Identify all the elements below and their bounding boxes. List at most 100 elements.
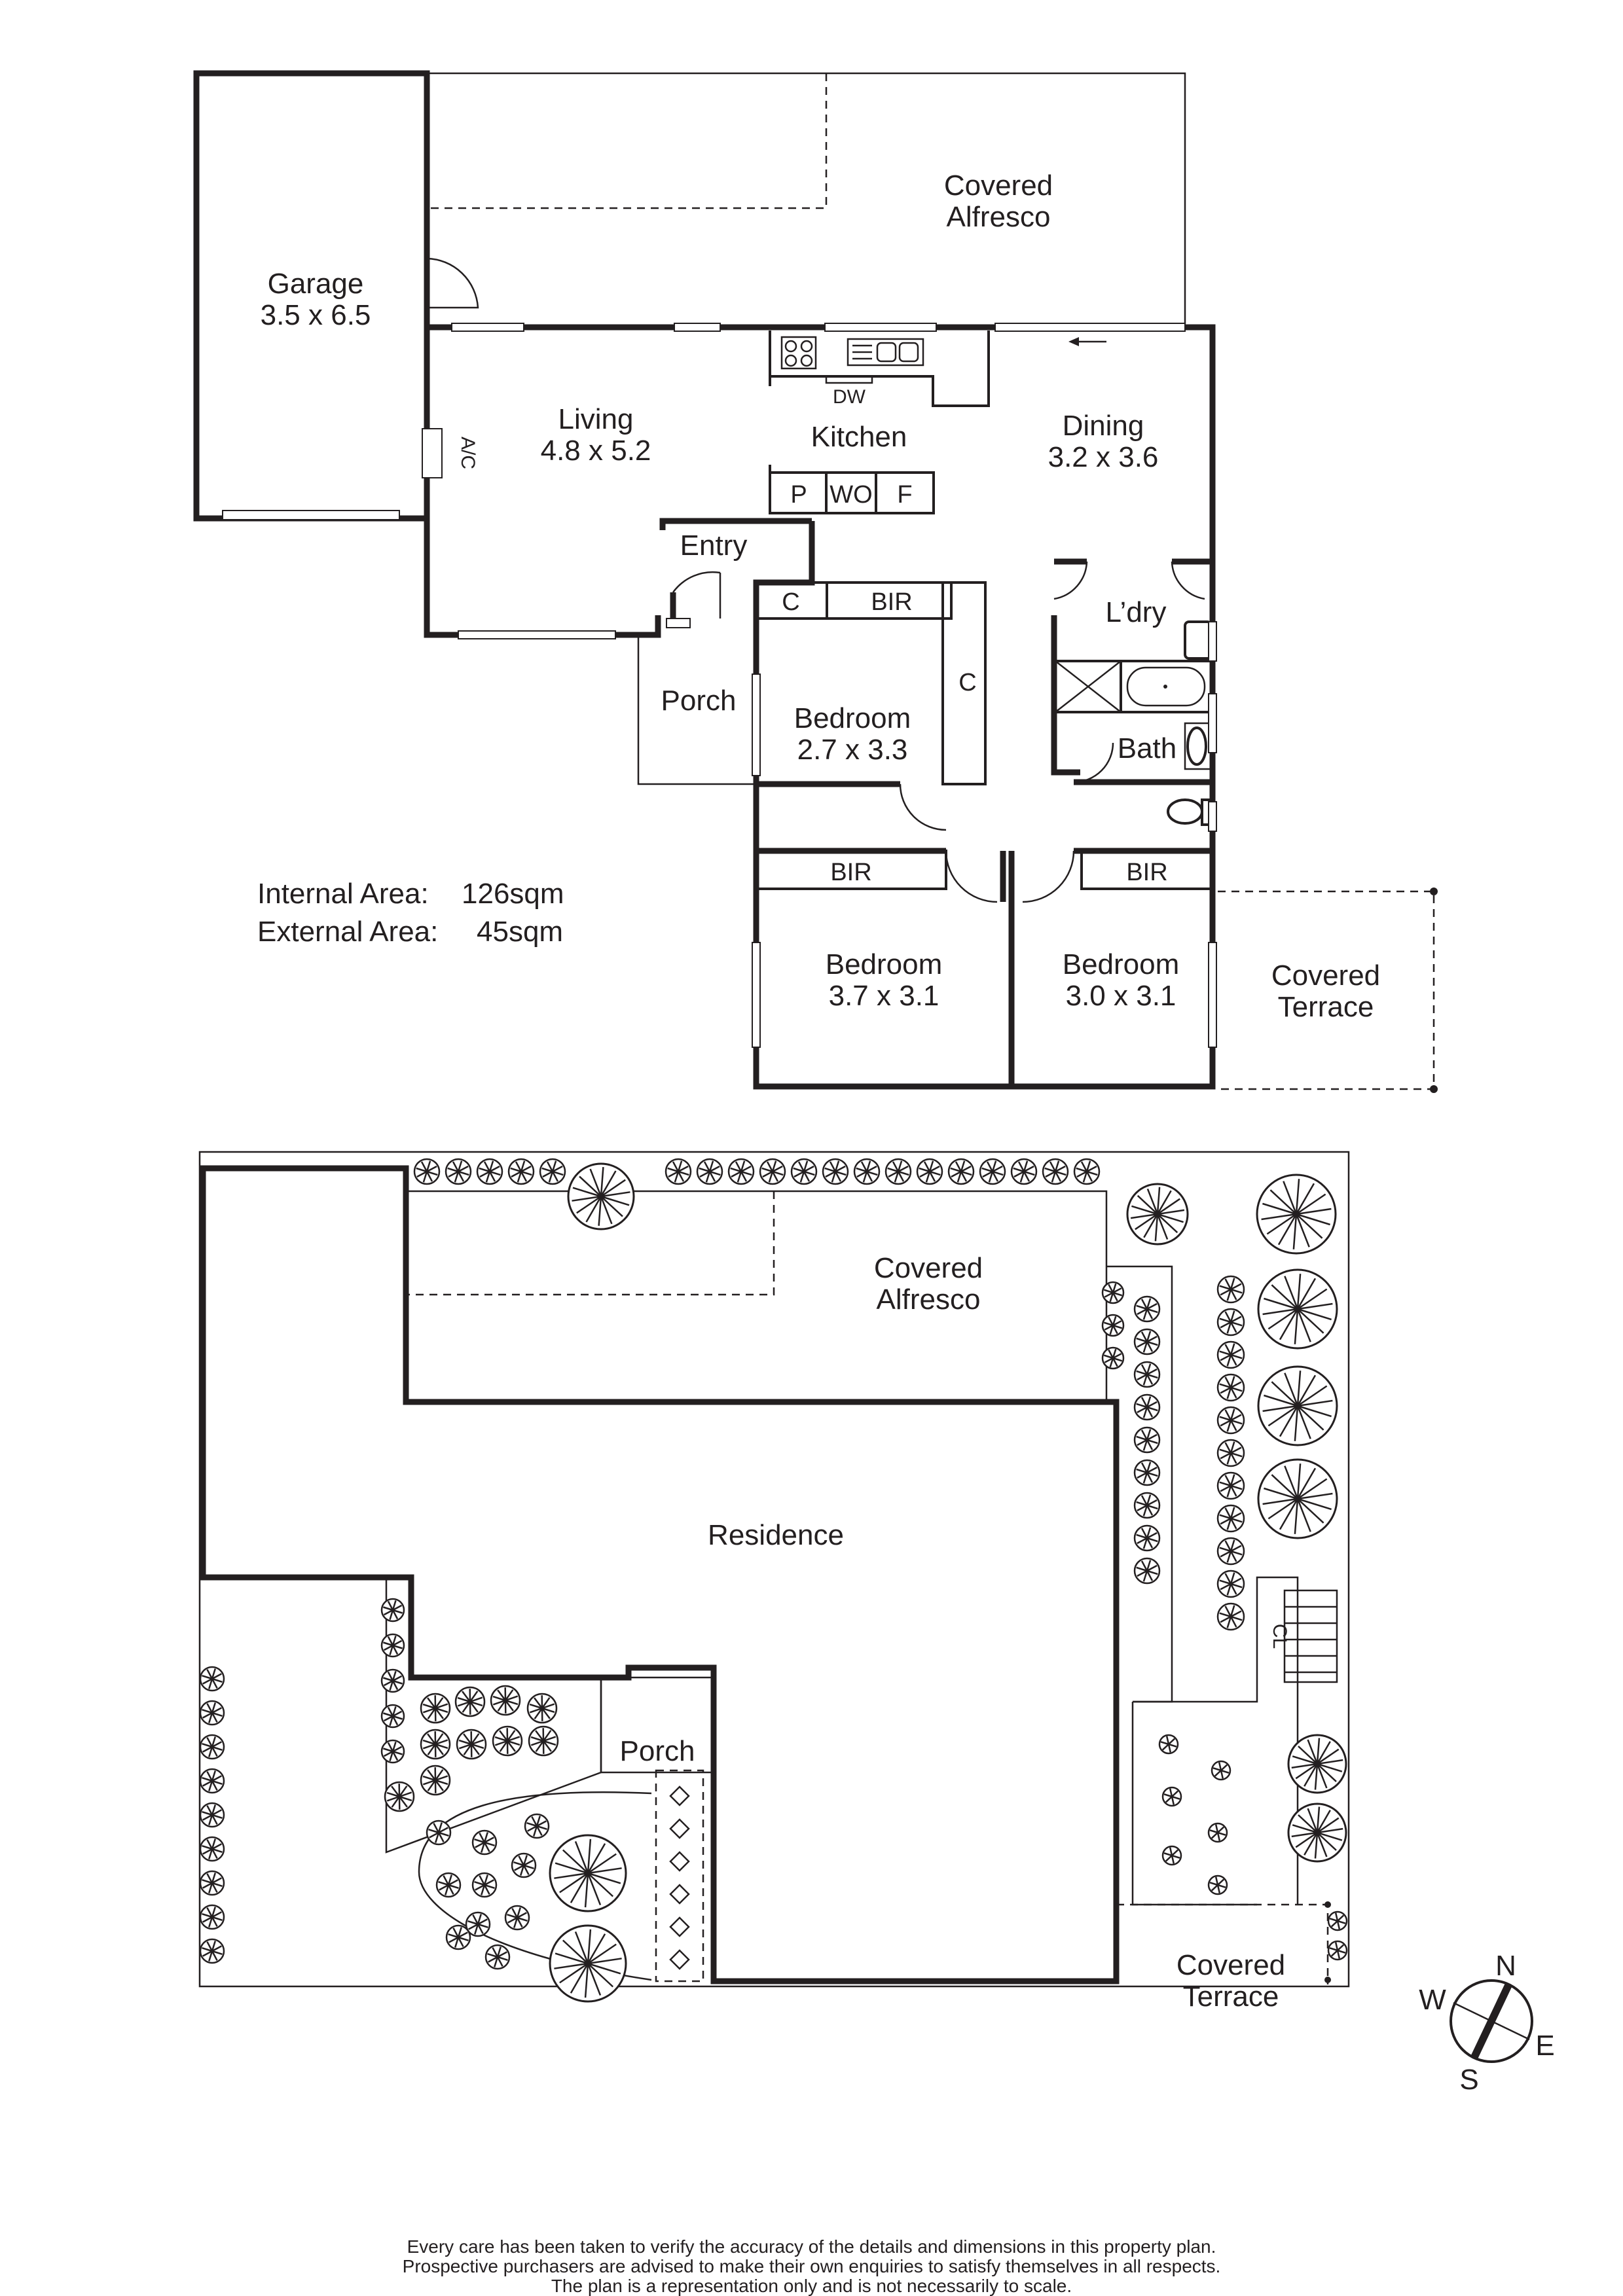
hedge-shrub-detail (678, 1165, 689, 1173)
shower-line (1055, 660, 1122, 713)
hedge-shrub-detail (211, 1941, 216, 1952)
hedge-shrub-detail (986, 1161, 994, 1172)
bed-shrub-detail (463, 1733, 473, 1745)
tree-detail (600, 1167, 604, 1197)
hedge-shrub-detail (772, 1170, 784, 1176)
hedge-shrub-detail (452, 1161, 460, 1172)
hedge-shrub-detail (551, 1171, 559, 1182)
bed2-window (752, 942, 761, 1048)
hedge-shrub-detail (387, 1636, 394, 1646)
hedge-shrub-detail (1226, 1583, 1232, 1596)
hedge-shrub-detail (898, 1170, 909, 1176)
tree-detail (1156, 1213, 1169, 1240)
hedge-shrub-detail (1334, 1942, 1339, 1951)
bed-shrub-detail (484, 1841, 495, 1846)
tree-detail (554, 1872, 589, 1879)
hedge-shrub-detail (1219, 1383, 1231, 1389)
hedge-shrub-detail (960, 1160, 966, 1172)
garden-shrubs (199, 1158, 1348, 1970)
hedge-shrub-detail (1142, 1439, 1148, 1451)
hedge-shrub-detail (1146, 1570, 1154, 1581)
hedge-shrub-detail (1230, 1507, 1235, 1519)
hedge-shrub-detail (1136, 1337, 1148, 1343)
hedge-shrub-detail (383, 1606, 393, 1611)
sink-bowl (898, 342, 919, 363)
hedge-shrub-detail (951, 1170, 962, 1178)
tree-detail (1292, 1213, 1298, 1249)
hedge-shrub-detail (1230, 1441, 1235, 1454)
hedge-shrub-detail (206, 1805, 213, 1816)
tree-detail (574, 1931, 589, 1964)
bed-shrub-detail (496, 1946, 501, 1958)
internal-area-value: 126sqm (462, 878, 564, 910)
bed-shrub-detail (427, 1780, 437, 1791)
tree-detail (1317, 1832, 1337, 1851)
site-alfresco-label-1: Covered (874, 1252, 983, 1284)
tree-detail (554, 1962, 589, 1969)
hedge-shrub-detail (1112, 1291, 1123, 1297)
hedge-shrub-detail (211, 1873, 216, 1884)
hedge-shrub-detail (211, 1950, 223, 1955)
garden-shrub-detail (1213, 1767, 1222, 1772)
bed-shrub-detail (530, 1736, 544, 1742)
hedge-shrub-detail (1146, 1368, 1158, 1376)
hedge-shrub-detail (206, 1941, 213, 1952)
tree-detail (1137, 1194, 1158, 1215)
hedge-shrub-detail (740, 1170, 752, 1176)
hedge-shrub-detail (1230, 1381, 1242, 1389)
bed-shrub-detail (422, 1707, 436, 1713)
hedge-shrub-detail (866, 1170, 878, 1176)
laundry-window (1208, 621, 1217, 662)
hedge-shrub-detail (392, 1645, 399, 1655)
hedge-shrub-detail (392, 1751, 399, 1761)
bed-shrub-detail (447, 1884, 454, 1895)
garden-shrub-detail (1220, 1764, 1228, 1771)
hedge-shrub-detail (479, 1167, 490, 1173)
hedge-shrub-detail (1112, 1283, 1117, 1293)
hedge-shrub-detail (202, 1814, 213, 1821)
hedge-shrub-detail (1220, 1517, 1231, 1525)
hedge-shrub-detail (856, 1167, 867, 1173)
hedge-shrub-detail (803, 1160, 809, 1172)
garden-shrub-detail (1160, 1741, 1169, 1746)
hedge-shrub-detail (1076, 1167, 1087, 1173)
hedge-shrub-detail (383, 1677, 393, 1682)
hedge-shrub-detail (708, 1171, 716, 1182)
garden-shrub-detail (1211, 1884, 1218, 1892)
hedge-shrub-detail (1146, 1374, 1154, 1385)
garden-shrub-detail (1217, 1884, 1226, 1888)
bed-shrub-detail (492, 1695, 506, 1702)
hedge-shrub-detail (1330, 1920, 1338, 1928)
hedge-shrub-detail (383, 1644, 393, 1651)
hedge-shrub-detail (672, 1161, 680, 1172)
hedge-shrub-detail (1219, 1318, 1231, 1323)
garden-shrub-detail (1209, 1882, 1218, 1886)
bed-shrub-detail (497, 1956, 508, 1961)
stepping-stones (669, 1785, 690, 1970)
garden-path (1131, 1702, 1257, 1906)
bed-shrub-detail (520, 1865, 525, 1876)
hedge-shrub-detail (211, 1736, 216, 1748)
hedge-shrub-detail (955, 1161, 962, 1172)
hedge-shrub-detail (387, 1671, 394, 1681)
bed-shrub-detail (497, 1689, 507, 1701)
hedge-shrub-detail (992, 1165, 1003, 1173)
site-plan: Covered Alfresco Residence Porch CL Cove… (198, 1151, 1350, 2013)
hedge-shrub-detail (1230, 1479, 1242, 1487)
hedge-shrub-detail (1230, 1605, 1235, 1617)
terrace-label-2: Terrace (1278, 991, 1374, 1023)
hedge-shrub-detail (202, 1845, 213, 1850)
bed-shrub-detail (475, 1841, 485, 1848)
hedge-shrub-detail (803, 1170, 815, 1176)
tree-detail (1296, 1208, 1332, 1215)
hedge-shrub-detail (991, 1171, 999, 1182)
hedge-shrub-detail (1109, 1357, 1114, 1368)
tree-detail (1130, 1213, 1158, 1219)
tree-detail (1294, 1308, 1299, 1344)
hedge-shrub-detail (1224, 1278, 1232, 1290)
bed-shrub-detail (534, 1708, 543, 1719)
hedge-shrub-detail (1146, 1331, 1152, 1342)
tree-detail (1291, 1763, 1318, 1769)
hedge-shrub-detail (1230, 1610, 1242, 1618)
tree-detail (574, 1840, 589, 1874)
